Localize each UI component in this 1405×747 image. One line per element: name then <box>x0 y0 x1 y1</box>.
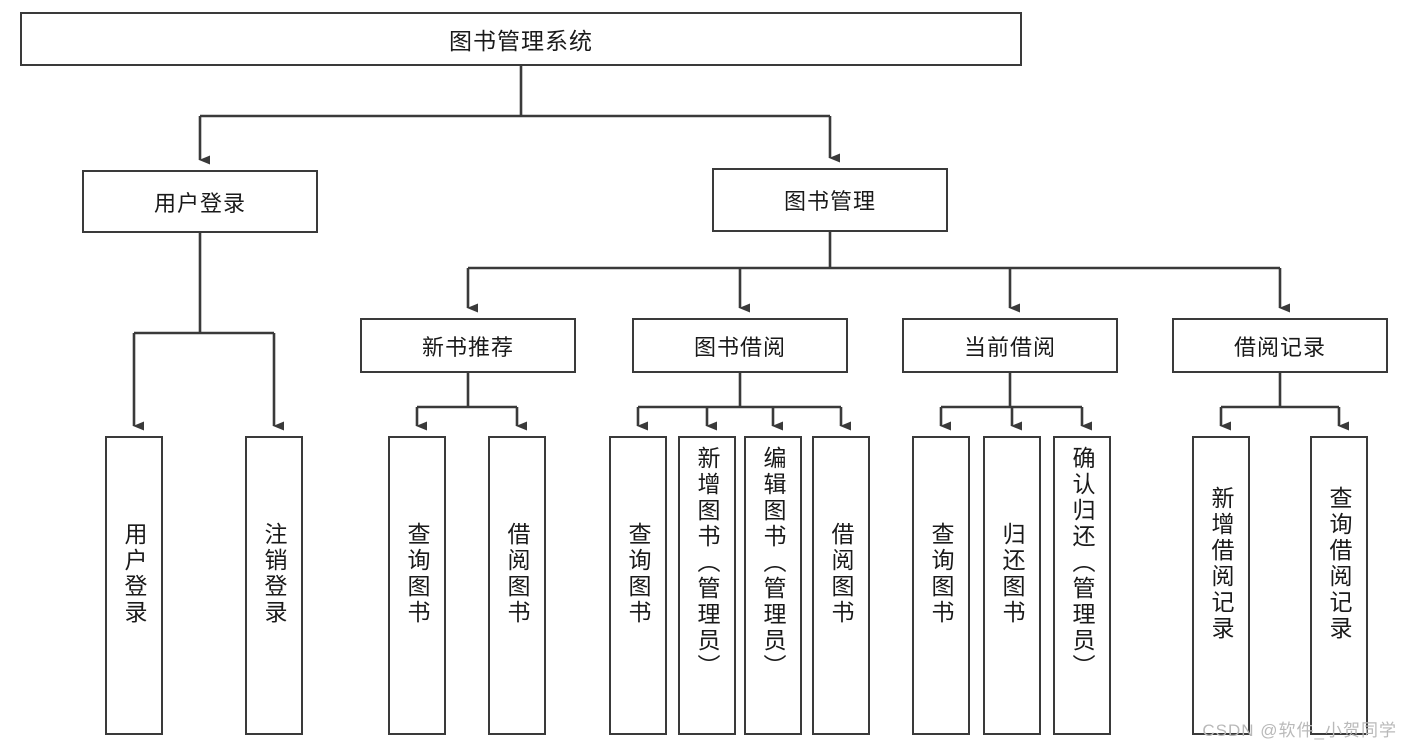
node-leaf-user-login-label: 用户登录 <box>121 522 148 626</box>
node-leaf-query-book-rec[interactable]: 查询图书 <box>388 436 446 735</box>
node-leaf-user-login[interactable]: 用户登录 <box>105 436 163 735</box>
node-leaf-query-book-rec-label: 查询图书 <box>404 522 431 626</box>
node-root[interactable]: 图书管理系统 <box>20 12 1022 66</box>
node-new-book-rec[interactable]: 新书推荐 <box>360 318 576 373</box>
node-book-borrow-label: 图书借阅 <box>693 334 786 360</box>
node-leaf-add-book[interactable]: 新增图书（管理员） <box>678 436 736 735</box>
node-leaf-add-book-label: 新增图书（管理员） <box>694 446 721 680</box>
node-book-manage[interactable]: 图书管理 <box>712 168 948 232</box>
node-leaf-borrow-book-label: 借阅图书 <box>828 522 855 626</box>
node-leaf-user-logout-label: 注销登录 <box>261 522 288 626</box>
node-current-borrow-label: 当前借阅 <box>963 334 1056 360</box>
node-leaf-edit-book[interactable]: 编辑图书（管理员） <box>744 436 802 735</box>
node-leaf-borrow-book-rec-label: 借阅图书 <box>504 522 531 626</box>
node-leaf-confirm-return-label: 确认归还（管理员） <box>1069 446 1096 680</box>
csdn-watermark: CSDN @软件_小贺同学 <box>1202 721 1397 740</box>
node-leaf-query-record[interactable]: 查询借阅记录 <box>1310 436 1368 735</box>
node-leaf-return-book-label: 归还图书 <box>999 522 1026 626</box>
node-root-label: 图书管理系统 <box>449 28 593 54</box>
node-leaf-query-book-borrow[interactable]: 查询图书 <box>609 436 667 735</box>
node-book-borrow[interactable]: 图书借阅 <box>632 318 848 373</box>
node-leaf-add-record-label: 新增借阅记录 <box>1208 486 1235 642</box>
node-user-login[interactable]: 用户登录 <box>82 170 318 233</box>
node-book-manage-label: 图书管理 <box>783 189 876 214</box>
node-leaf-query-record-label: 查询借阅记录 <box>1326 486 1353 642</box>
node-user-login-label: 用户登录 <box>153 190 246 216</box>
node-leaf-borrow-book-rec[interactable]: 借阅图书 <box>488 436 546 735</box>
node-leaf-query-book-cur[interactable]: 查询图书 <box>912 436 970 735</box>
node-leaf-edit-book-label: 编辑图书（管理员） <box>760 446 787 680</box>
node-leaf-confirm-return[interactable]: 确认归还（管理员） <box>1053 436 1111 735</box>
node-current-borrow[interactable]: 当前借阅 <box>902 318 1118 373</box>
node-leaf-query-book-cur-label: 查询图书 <box>928 522 955 626</box>
node-leaf-add-record[interactable]: 新增借阅记录 <box>1192 436 1250 735</box>
node-new-book-rec-label: 新书推荐 <box>421 334 514 360</box>
node-leaf-borrow-book[interactable]: 借阅图书 <box>812 436 870 735</box>
node-borrow-record[interactable]: 借阅记录 <box>1172 318 1388 373</box>
node-leaf-query-book-borrow-label: 查询图书 <box>625 522 652 626</box>
node-leaf-return-book[interactable]: 归还图书 <box>983 436 1041 735</box>
node-borrow-record-label: 借阅记录 <box>1233 334 1326 360</box>
node-leaf-user-logout[interactable]: 注销登录 <box>245 436 303 735</box>
